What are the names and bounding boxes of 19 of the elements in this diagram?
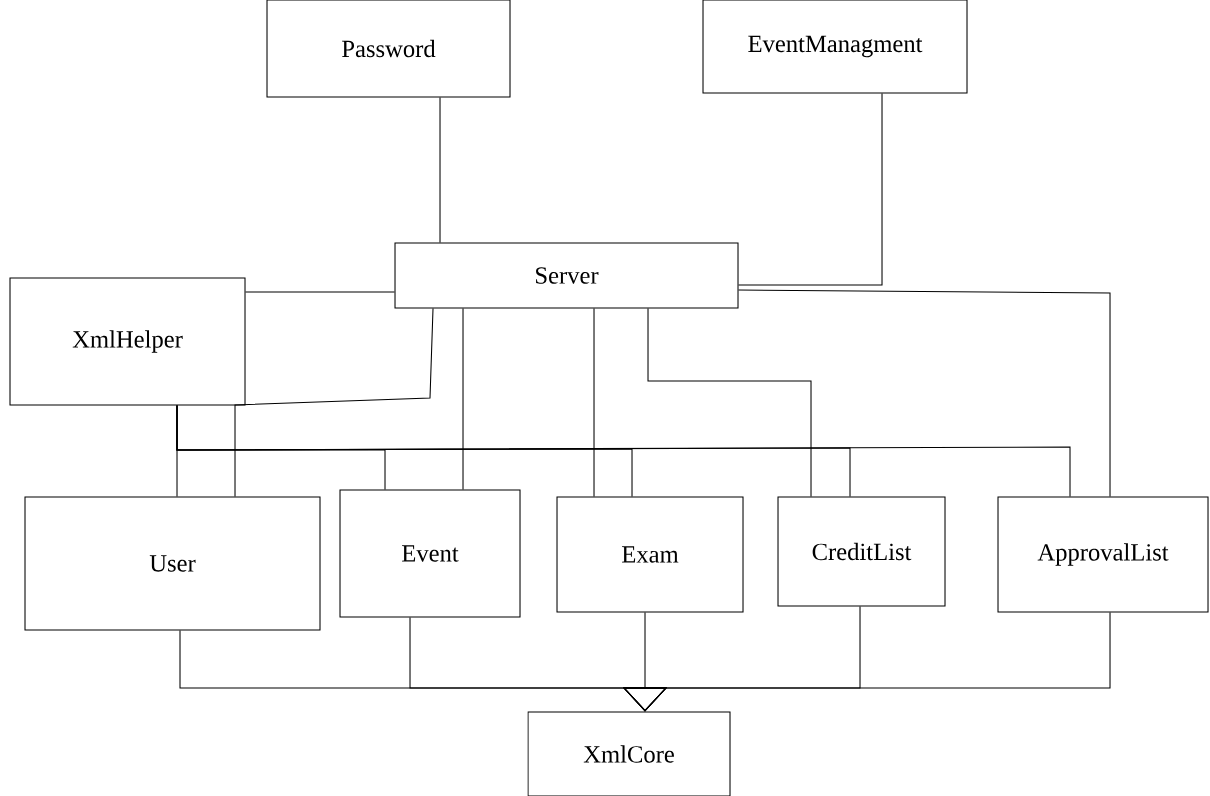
class-box: Server: [394, 242, 739, 309]
connector-line: [738, 93, 883, 286]
connector-line: [234, 308, 434, 497]
connector-line: [439, 97, 441, 243]
class-box: XmlCore: [527, 711, 731, 796]
class-box: User: [24, 496, 321, 631]
connector-line: [176, 405, 1071, 497]
class-box: XmlHelper: [9, 277, 246, 406]
connector-line: [245, 291, 395, 293]
connector-line: [647, 308, 812, 497]
connector-line: [738, 289, 1111, 497]
connector-line: [462, 308, 464, 490]
class-box: CreditList: [777, 496, 946, 607]
class-box: EventManagment: [702, 0, 968, 94]
class-box: Exam: [556, 496, 744, 613]
class-box: Event: [339, 489, 521, 618]
class-box: ApprovalList: [997, 496, 1209, 613]
connector-line: [593, 308, 595, 497]
class-box: Password: [266, 0, 511, 98]
